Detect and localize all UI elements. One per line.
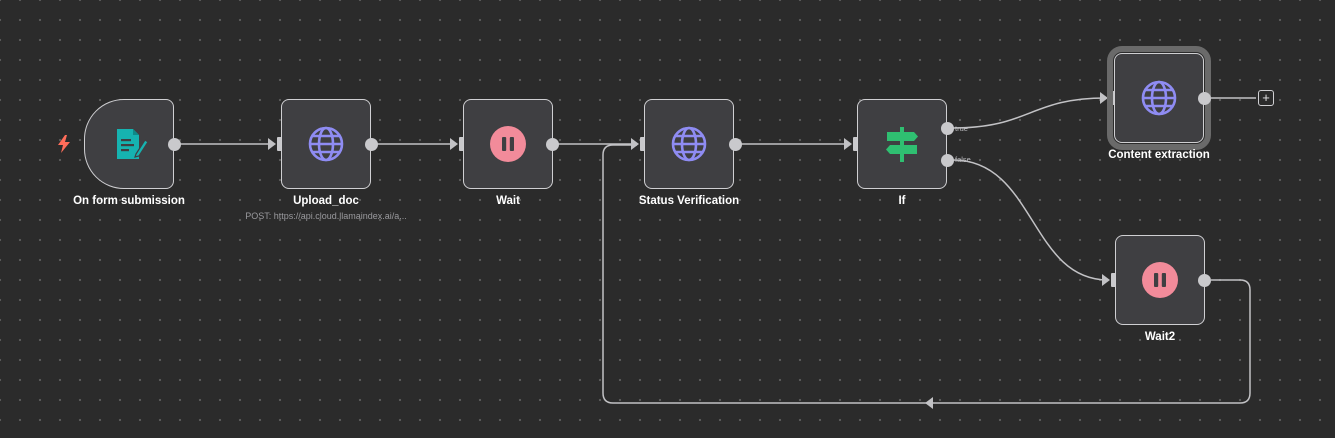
node-title: Content extraction [1108,149,1210,161]
node-title: Wait2 [1144,331,1176,343]
output-port-false[interactable] [941,154,954,167]
trigger-bolt-icon [58,135,70,153]
input-port[interactable] [459,137,465,151]
output-port[interactable] [1198,274,1211,287]
node-content-extraction[interactable] [1107,46,1211,150]
globe-icon [308,126,344,162]
output-port[interactable] [168,138,181,151]
globe-icon [671,126,707,162]
node-title: On form submission [73,195,185,207]
node-if[interactable] [857,99,947,189]
pause-icon [490,126,526,162]
input-port[interactable] [853,137,859,151]
output-port[interactable] [729,138,742,151]
input-port[interactable] [1109,91,1115,105]
arrow-wait [450,138,458,150]
node-title: If [898,195,906,207]
arrow-content [1100,92,1108,104]
branch-label-false: false [955,155,971,164]
node-status-verification[interactable] [644,99,734,189]
pause-icon [1142,262,1178,298]
arrow-upload [268,138,276,150]
output-port[interactable] [546,138,559,151]
node-wait2[interactable] [1115,235,1205,325]
output-port-true[interactable] [941,122,954,135]
edge-if-false-wait2 [952,159,1109,281]
edge-if-true-content [952,97,1107,129]
node-upload-doc[interactable] [281,99,371,189]
input-port[interactable] [277,137,283,151]
node-title: Wait [496,195,520,207]
output-port[interactable] [1198,92,1211,105]
node-title: Status Verification [638,195,740,207]
arrow-status [631,138,639,150]
node-title: Upload_doc [293,195,359,207]
input-port[interactable] [1111,273,1117,287]
globe-icon [1141,80,1177,116]
node-wait[interactable] [463,99,553,189]
output-port[interactable] [365,138,378,151]
arrow-if [844,138,852,150]
signpost-icon [886,127,918,162]
branch-label-true: true [955,124,968,133]
node-subtitle: POST: https://api.cloud.llamaindex.ai/a.… [245,211,407,221]
node-on-form-submission[interactable] [84,99,174,189]
add-node-button[interactable]: + [1258,90,1274,106]
form-edit-icon [117,129,149,159]
arrow-wait2 [1102,274,1110,286]
arrow-loop [925,397,933,409]
input-port[interactable] [640,137,646,151]
